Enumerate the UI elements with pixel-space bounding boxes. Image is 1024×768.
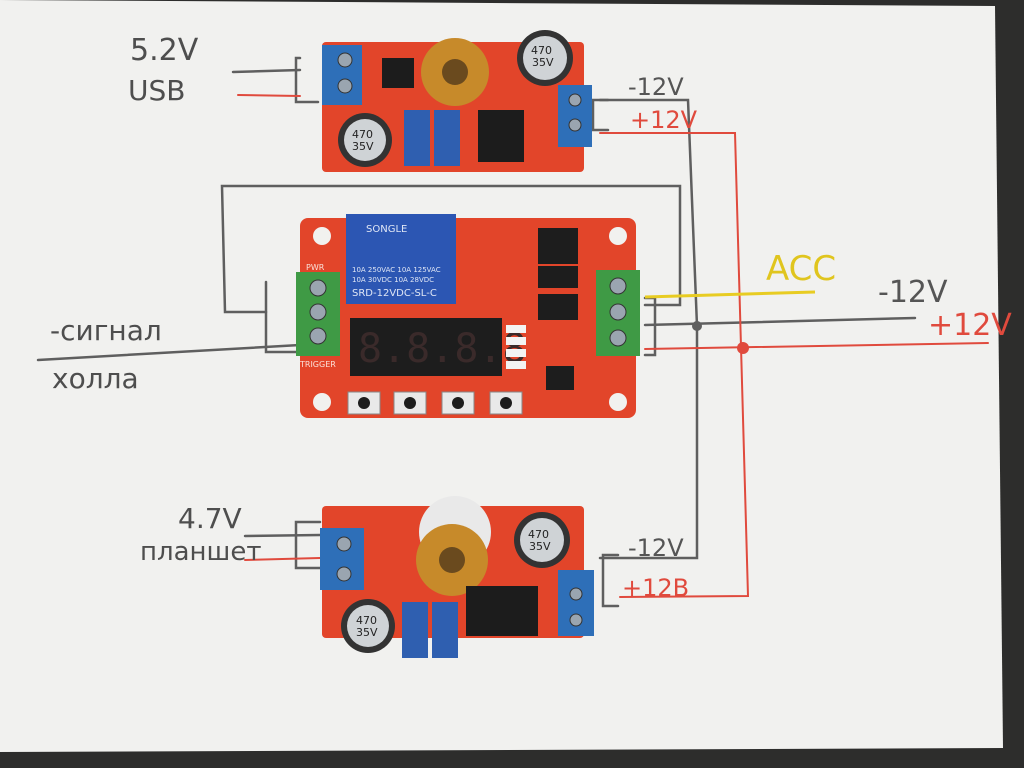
cap-label: 470 — [528, 528, 549, 541]
terminal-screw-icon — [609, 277, 627, 295]
top-trim-pot-1[interactable] — [404, 110, 430, 166]
cap-label: 470 — [352, 128, 373, 141]
mount-hole — [609, 393, 627, 411]
button-sw[interactable] — [393, 391, 427, 415]
main-ic-3 — [538, 294, 578, 320]
main-ic-1 — [538, 228, 578, 264]
label-top-minus: -12V — [628, 73, 684, 101]
bottom-regulator-chip — [466, 586, 538, 636]
indicator-led — [506, 325, 526, 333]
main-regulator — [546, 366, 574, 390]
seven-segment-display — [350, 318, 502, 376]
gray-junction-dot — [692, 321, 702, 331]
top-trim-pot-2[interactable] — [434, 110, 460, 166]
button-cap[interactable] — [404, 397, 416, 409]
indicator-led — [506, 361, 526, 369]
red-junction-dot — [737, 342, 749, 354]
terminal-screw-icon — [337, 78, 353, 94]
cap-label: 470 — [356, 614, 377, 627]
relay-songle — [346, 214, 456, 304]
terminal-screw-icon — [309, 303, 327, 321]
top-regulator-chip — [478, 110, 524, 162]
terminal-screw-icon — [609, 303, 627, 321]
mount-hole — [609, 227, 627, 245]
main-timer-relay-module: SONGLE 10A 250VAC 10A 125VAC 10A 30VDC 1… — [296, 214, 640, 418]
terminal-screw-icon — [609, 329, 627, 347]
label-top-usb: USB — [128, 74, 185, 107]
terminal-screw-icon — [337, 52, 353, 68]
terminal-screw-icon — [568, 93, 582, 107]
label-bottom-minus: -12V — [628, 534, 684, 562]
cap-label: 35V — [532, 56, 554, 69]
button-cap[interactable] — [452, 397, 464, 409]
button-num-plus[interactable] — [441, 391, 475, 415]
label-bottom-plus: +12B — [622, 574, 689, 602]
indicator-led — [506, 349, 526, 357]
button-cap[interactable] — [358, 397, 370, 409]
button-num-minus[interactable] — [489, 391, 523, 415]
terminal-screw-icon — [569, 587, 583, 601]
label-hall-2: холла — [52, 362, 139, 395]
indicator-led — [506, 337, 526, 345]
cap-top-face — [520, 518, 564, 562]
red-wires — [237, 94, 989, 598]
cap-top-face — [344, 119, 386, 161]
button-set[interactable] — [347, 391, 381, 415]
label-main-minus: -12V — [878, 275, 948, 310]
mount-hole — [313, 393, 331, 411]
label-top-voltage: 5.2V — [130, 33, 199, 68]
mount-hole — [313, 227, 331, 245]
relay-model: SRD-12VDC-SL-C — [352, 288, 437, 299]
bottom-buck-converter: 470 35V 470 35V — [320, 496, 594, 658]
top-buck-converter: 470 35V 470 35V — [322, 30, 592, 172]
cap-label: 470 — [531, 44, 552, 57]
main-ic-2 — [538, 266, 578, 288]
toroid-core — [442, 59, 468, 85]
label-bottom-voltage: 4.7V — [178, 502, 242, 535]
cap-label: 35V — [352, 140, 374, 153]
relay-rating-2: 10A 30VDC 10A 28VDC — [352, 276, 434, 284]
toroid-core — [439, 547, 465, 573]
label-main-plus: +12V — [928, 308, 1012, 343]
label-acc: ACC — [766, 249, 836, 289]
display-digits: 8.8.8.8 — [358, 326, 527, 372]
terminal-screw-icon — [309, 327, 327, 345]
terminal-screw-icon — [336, 536, 352, 552]
terminal-screw-icon — [336, 566, 352, 582]
bottom-trim-pot-1[interactable] — [402, 602, 428, 658]
top-ic-chip — [382, 58, 414, 88]
terminal-screw-icon — [569, 613, 583, 627]
cap-top-face — [347, 605, 389, 647]
relay-rating-1: 10A 250VAC 10A 125VAC — [352, 266, 441, 274]
cap-top-face — [523, 36, 567, 80]
pin-label-trigger: TRIGGER — [299, 360, 336, 369]
terminal-screw-icon — [568, 118, 582, 132]
label-bottom-tablet: планшет — [140, 537, 261, 567]
cap-label: 35V — [356, 626, 378, 639]
bottom-trim-pot-2[interactable] — [432, 602, 458, 658]
cap-label: 35V — [529, 540, 551, 553]
yellow-acc-wire — [644, 290, 816, 299]
label-top-plus: +12V — [630, 106, 698, 134]
terminal-screw-icon — [309, 279, 327, 297]
relay-brand: SONGLE — [366, 224, 407, 235]
label-hall-1: -сигнал — [50, 314, 162, 347]
pin-label-pwr: PWR — [306, 263, 325, 272]
button-cap[interactable] — [500, 397, 512, 409]
